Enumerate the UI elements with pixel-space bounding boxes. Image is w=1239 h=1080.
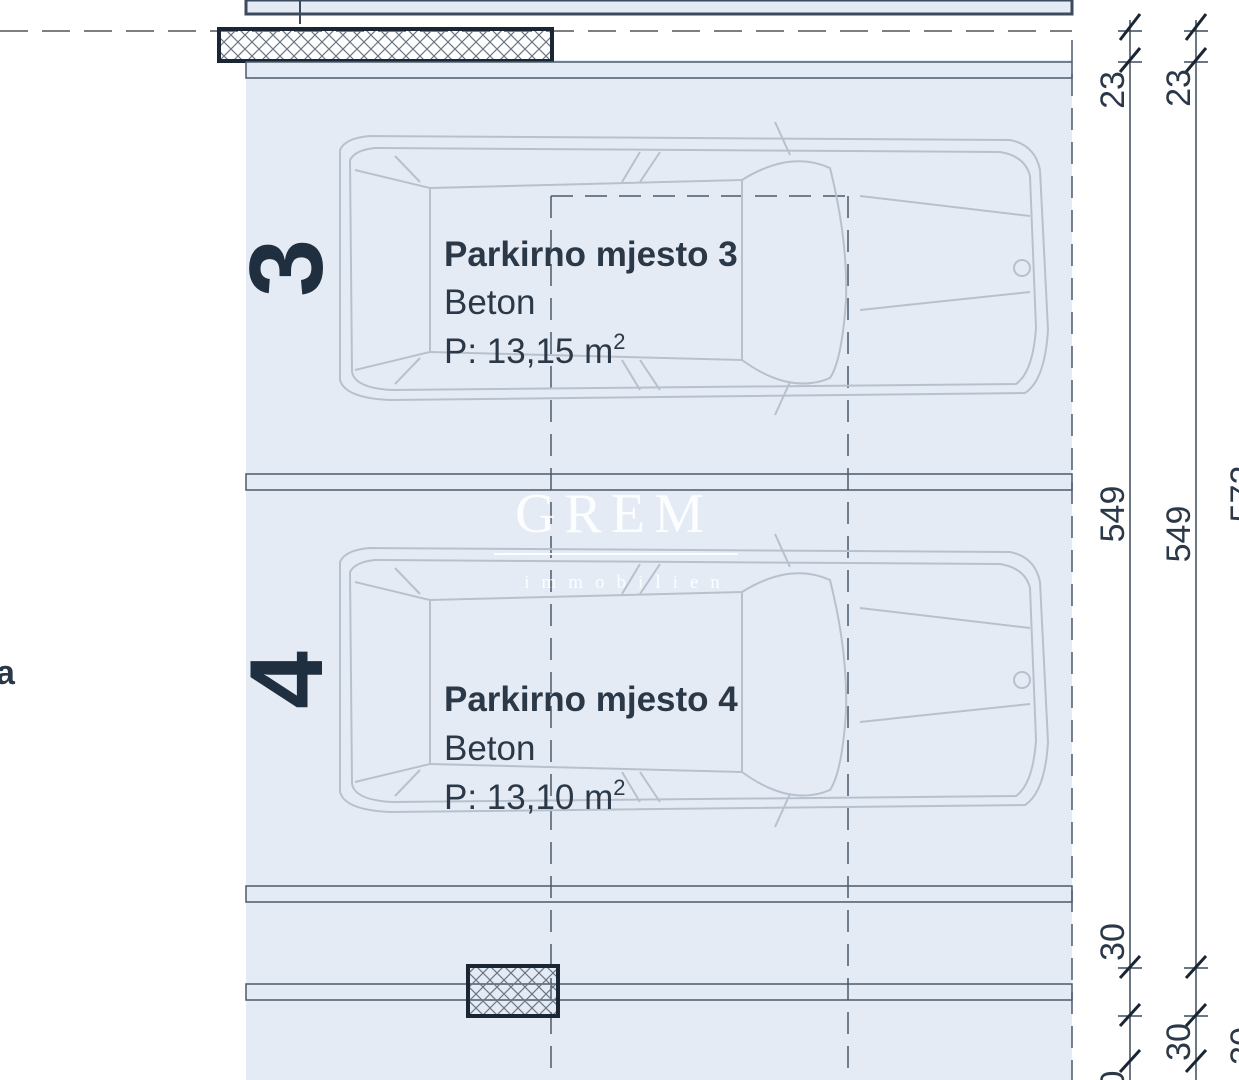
- dim-col3-bottom: 30: [1224, 1027, 1239, 1065]
- dim-col2-middle: 549: [1160, 506, 1198, 563]
- hatched-beam: [217, 27, 554, 63]
- parking-zone: [246, 60, 1072, 1080]
- svg-text:immobilien: immobilien: [524, 572, 732, 593]
- watermark-logo: GREM immobilien: [494, 483, 738, 593]
- spot-3-title: Parkirno mjesto 3: [444, 235, 738, 274]
- divider-strip: [245, 983, 1073, 1001]
- spot-4-title: Parkirno mjesto 4: [444, 680, 738, 719]
- dim-col3-total: 572: [1224, 466, 1239, 523]
- dim-col2-top: 23: [1160, 69, 1198, 107]
- dim-col1-top: 23: [1094, 71, 1132, 109]
- divider-strip: [245, 61, 1073, 79]
- dim-col1-partial: 0: [1094, 1071, 1132, 1080]
- dim-col1-bottom: 30: [1094, 923, 1132, 961]
- dim-col2-bottom: 30: [1160, 1023, 1198, 1061]
- dim-col1-middle: 549: [1094, 486, 1132, 543]
- divider-strip: [245, 885, 1073, 903]
- dimension-ticks: [1118, 13, 1208, 1074]
- svg-text:GREM: GREM: [515, 483, 713, 545]
- top-wall: [244, 0, 1074, 16]
- side-label: a: [0, 654, 16, 692]
- spot-3-area: P: 13,15 m2: [444, 329, 626, 371]
- spot-number-3: 3: [229, 239, 345, 297]
- spot-4-area: P: 13,10 m2: [444, 775, 626, 817]
- spot-4-material: Beton: [444, 729, 535, 768]
- spot-3-material: Beton: [444, 283, 535, 322]
- spot-number-4: 4: [229, 651, 345, 709]
- hatched-pillar: [466, 964, 560, 1018]
